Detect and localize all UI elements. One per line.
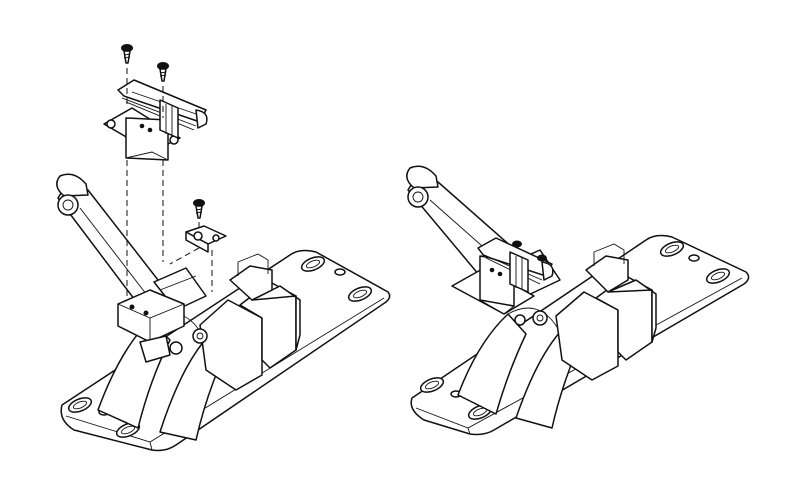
screw [193,199,205,219]
round-hole [688,254,700,262]
guide-bracket [103,79,208,161]
screw [157,62,169,82]
arm-link [56,173,207,321]
screw [537,254,547,262]
guide-bracket [451,237,554,326]
round-hole [334,268,346,276]
carrier-block [117,289,208,363]
hinge-knuckle [555,243,657,381]
slot-hole [419,377,445,393]
screw [121,44,133,64]
slot-hole [300,256,326,272]
exploded-view [56,44,391,452]
screw [512,240,522,248]
hinge-knuckle [199,253,301,391]
slot-hole [705,268,731,284]
assembly-guide-lines [126,68,213,300]
slot-hole [67,397,93,413]
slot-hole [659,241,685,257]
pivot-hole [57,194,79,216]
assembled-view [406,165,750,436]
small-clip [185,225,227,253]
pivot-hole [407,186,429,208]
slot-hole [347,286,373,302]
